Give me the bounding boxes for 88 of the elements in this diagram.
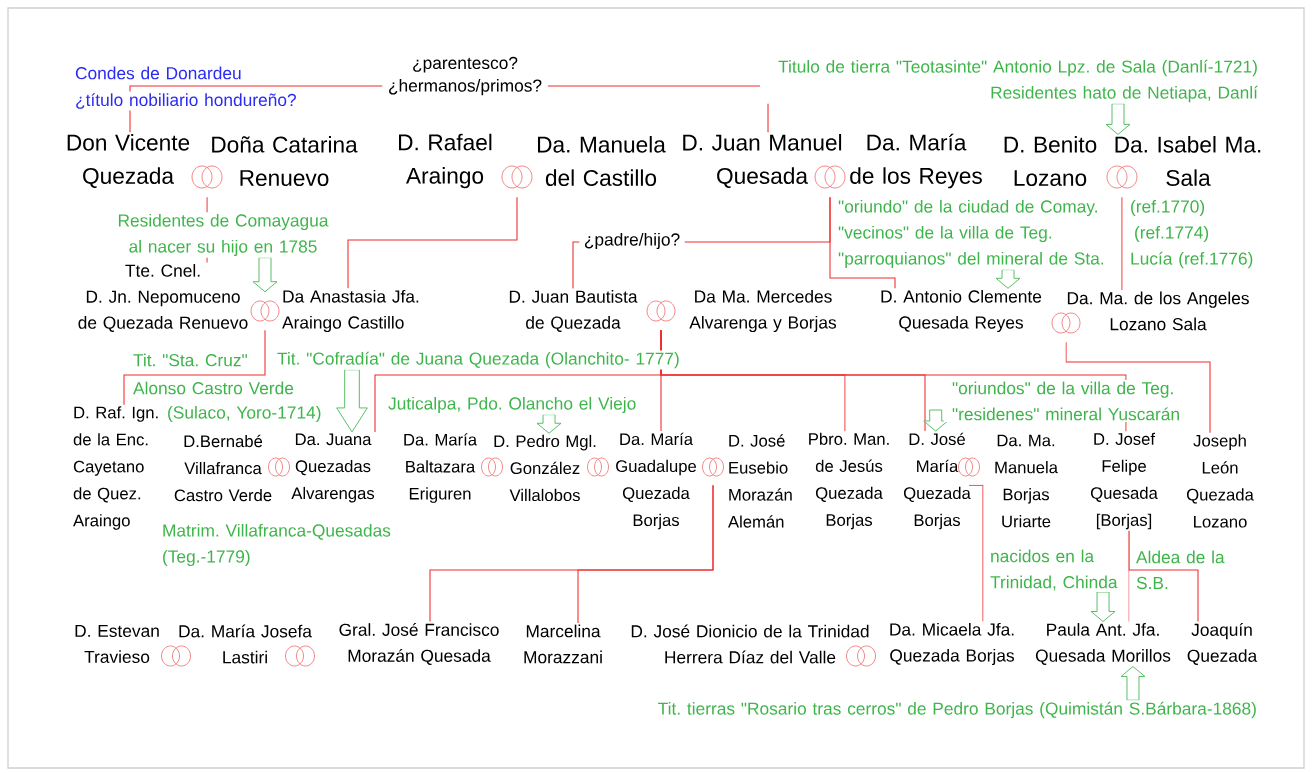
wedding-rings: [1106, 165, 1138, 189]
person-name: Joaquín Quezada: [1187, 623, 1258, 665]
person-name: Doña Catarina Renuevo: [212, 136, 358, 186]
family-line: [1065, 341, 1211, 434]
wedding-rings: [958, 457, 980, 477]
note-text: S.B.: [1136, 576, 1168, 590]
person-name: D. Estevan Travieso: [75, 624, 159, 664]
wedding-rings: [481, 457, 503, 477]
edge-label: ¿parentesco? ¿hermanos/primos?: [382, 55, 548, 97]
block-arrow: [995, 269, 1021, 289]
wedding-rings: [1051, 312, 1081, 334]
block-arrow: [536, 414, 562, 434]
person-name: Da Anastasia Jfa. Araingo Castillo: [282, 289, 419, 333]
person-name: D. Antonio Clemente Quesada Reyes: [881, 289, 1042, 333]
person-name: D. José Eusebio Morazán Alemán: [728, 434, 792, 528]
wedding-rings: [501, 165, 533, 189]
person-name: D. Rafael Araingo: [399, 133, 492, 189]
edge-label: ¿padre/hijo?: [579, 231, 685, 251]
person-name: Da. Manuela del Castillo: [538, 136, 666, 186]
block-arrow: [923, 409, 949, 432]
note-text: Tit. "Sta. Cruz": [133, 353, 247, 367]
person-name: D. Juan Bautista de Quezada: [509, 290, 638, 332]
person-name: Joseph León Quezada Lozano: [1187, 434, 1254, 528]
note-text: Juticalpa, Pdo. Olancho el Viejo: [388, 396, 636, 414]
person-name: D. Benito Lozano: [1004, 136, 1097, 186]
block-arrow: [252, 257, 278, 293]
note-text: "oriundos" de la villa de Teg. "residenes" mineral Yuscarán: [952, 381, 1179, 421]
block-arrow: [336, 369, 368, 433]
block-arrow: [1090, 591, 1116, 622]
note-text: (Sulaco, Yoro-1714): [168, 405, 321, 423]
person-name: Da. Isabel Ma. Sala: [1115, 136, 1261, 186]
note-text: Aldea de la: [1136, 550, 1225, 564]
wedding-rings: [587, 457, 609, 477]
person-name: D.Bernabé Villafranca Castro Verde: [174, 434, 272, 502]
person-name: Da. Micaela Jfa. Quezada Borjas: [890, 622, 1014, 666]
wedding-rings: [268, 457, 290, 477]
person-name: Pbro. Man. de Jesús Quezada Borjas: [809, 432, 889, 530]
note-text: Residentes de Comayagua al nacer su hijo en 1785: [118, 213, 329, 257]
person-name: Gral. José Francisco Morazán Quesada: [339, 623, 499, 665]
person-name: Da Ma. Mercedes Alvarenga y Borjas: [689, 289, 837, 333]
wedding-rings: [161, 645, 191, 667]
family-line: [968, 484, 984, 622]
note-text: ¿título nobiliario hondureño?: [76, 93, 296, 109]
person-name: Tte. Cnel. D. Jn. Nepomuceno de Quezada Renuevo: [78, 264, 248, 332]
person-name: Da. Ma. de los Angeles Lozano Sala: [1067, 291, 1249, 331]
note-text: Titulo de tierra "Teotasinte" Antonio Lpz. de Sala (Danlí-1721) Residentes hato de Netiapa, Danlí: [778, 59, 1258, 103]
person-name: D. Pedro Mgl. González Villalobos: [494, 434, 596, 502]
person-name: Da. Ma. Manuela Borjas Uriarte: [995, 434, 1058, 528]
wedding-rings: [814, 165, 846, 189]
block-arrow: [1105, 103, 1131, 135]
wedding-rings: [646, 300, 676, 322]
family-line: [829, 196, 896, 289]
person-name: Paula Ant. Jfa. Quesada Morillos: [1035, 623, 1171, 665]
family-line: [347, 196, 518, 289]
person-name: Don Vicente Quezada: [67, 134, 190, 188]
note-text: (ref.1774): [1135, 225, 1209, 243]
wedding-rings: [702, 457, 724, 477]
person-name: D. Josef Felipe Quesada [Borjas]: [1091, 432, 1158, 530]
note-text: nacidos en la Trinidad, Chinda: [990, 549, 1118, 591]
person-name: Da. María Josefa Lastiri: [179, 624, 312, 664]
wedding-rings: [846, 645, 876, 667]
family-line: [206, 196, 208, 263]
person-name: Da. María de los Reyes: [850, 133, 982, 189]
note-text: (ref.1770): [1131, 199, 1205, 217]
person-name: Da. María Baltazara Eriguren: [404, 433, 478, 503]
person-name: D. Juan Manuel Quesada: [683, 134, 842, 188]
note-text: "oriundo" de la ciudad de Comay. "vecinos" de la villa de Teg. "parroquianos" del mineral de Sta.: [838, 199, 1104, 269]
wedding-rings: [250, 300, 280, 322]
note-text: Matrim. Villafranca-Quesadas (Teg.-1779): [163, 523, 391, 567]
note-text: Tit. "Cofradía" de Juana Quezada (Olanchito- 1777): [277, 351, 679, 369]
family-line: [123, 329, 266, 406]
family-line: [577, 484, 714, 624]
wedding-rings: [285, 645, 315, 667]
note-text: Lucía (ref.1776): [1131, 251, 1253, 269]
person-name: Da. María Guadalupe Quezada Borjas: [616, 432, 697, 530]
block-arrow: [1120, 666, 1146, 701]
note-text: Condes de Donardeu: [75, 66, 241, 80]
wedding-rings: [191, 165, 223, 189]
person-name: D. José María Quezada Borjas: [904, 432, 971, 530]
note-text: Tit. tierras "Rosario tras cerros" de Pedro Borjas (Quimistán S.Bárbara-1868): [658, 701, 1256, 719]
person-name: Marcelina Morazzani: [524, 624, 602, 664]
family-line: [1121, 196, 1123, 291]
person-name: D. Raf. Ign. de la Enc. Cayetano de Quez. Araingo: [73, 406, 158, 530]
family-line: [1128, 530, 1199, 622]
note-text: Alonso Castro Verde: [133, 381, 294, 395]
person-name: Da. Juana Quezadas Alvarengas: [291, 433, 375, 503]
family-line: [660, 329, 1127, 432]
person-name: D. José Dionicio de la Trinidad Herrera Díaz del Valle: [631, 624, 869, 664]
